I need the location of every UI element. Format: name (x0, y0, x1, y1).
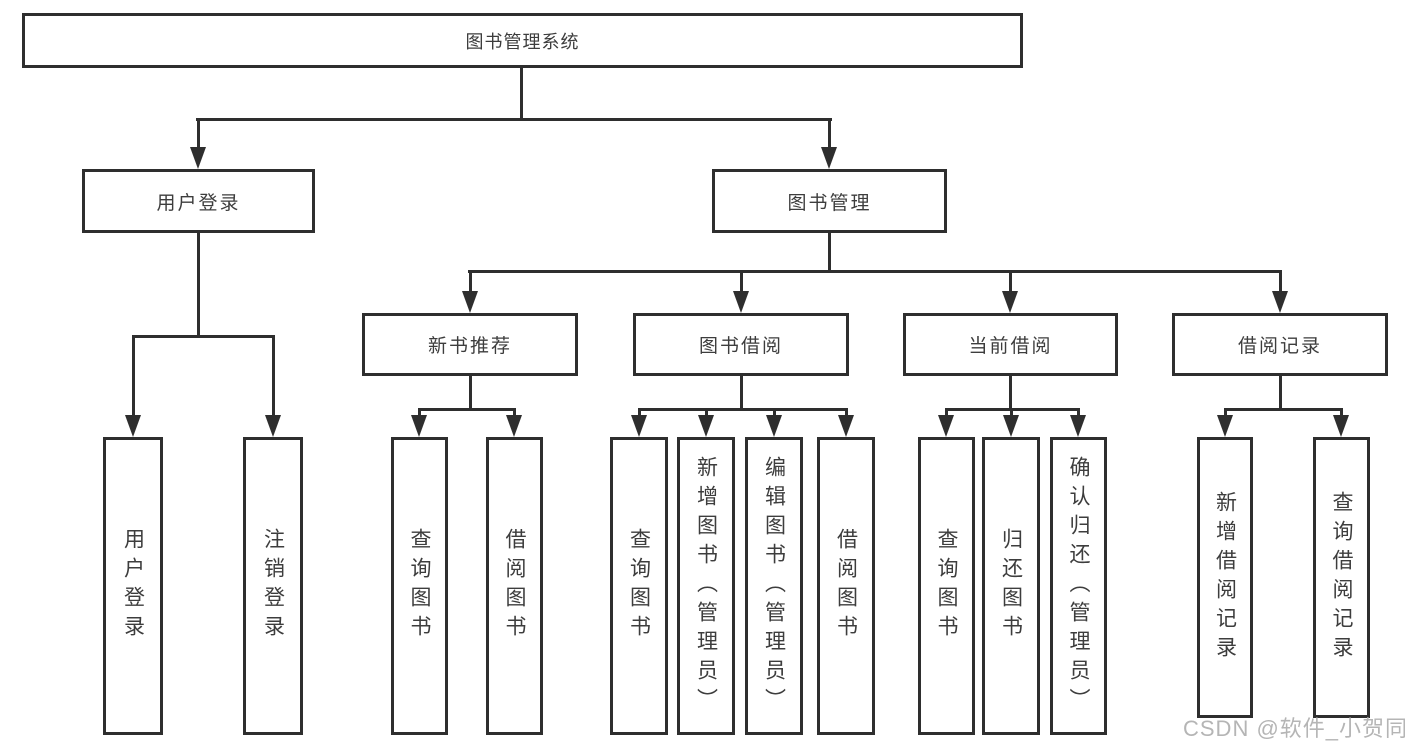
connector-login-leaf2-drop (272, 335, 275, 415)
leaf-user-login: 用户登录 (103, 437, 163, 735)
connector-new-book-splitter (418, 408, 516, 411)
arrowhead-new-book-leaf1 (411, 415, 427, 437)
arrowhead-new-book (462, 291, 478, 313)
leaf-borrow-book: 借阅图书 (817, 437, 875, 735)
arrowhead-book-borrow (733, 291, 749, 313)
arrowhead-current-borrow (1002, 291, 1018, 313)
node-book-mgmt: 图书管理 (712, 169, 947, 233)
connector-book-mgmt-down (828, 233, 831, 270)
connector-current-borrow-down (1009, 376, 1012, 408)
node-book-mgmt-label: 图书管理 (787, 192, 872, 214)
connector-new-book-leaf2-stub (513, 408, 516, 415)
connector-borrow-record-drop (1279, 270, 1282, 291)
connector-book-borrow-drop (740, 270, 743, 291)
arrowhead-borrow-record-leaf1 (1217, 415, 1233, 437)
leaf-borrow-add-book-label: 新增图书（管理员） (694, 455, 718, 717)
leaf-query-borrow-record: 查询借阅记录 (1313, 437, 1370, 718)
arrowhead-current-borrow-leaf3 (1070, 415, 1086, 437)
connector-level2-splitter (196, 118, 832, 121)
arrowhead-book-borrow-leaf4 (838, 415, 854, 437)
leaf-new-book-query-label: 查询图书 (408, 528, 432, 644)
leaf-add-borrow-record: 新增借阅记录 (1197, 437, 1253, 718)
connector-current-borrow-leaf1-stub (945, 408, 948, 415)
connector-book-borrow-leaf3-stub (773, 408, 776, 415)
leaf-logout: 注销登录 (243, 437, 303, 735)
csdn-watermark: CSDN @软件_小贺同学 (1183, 716, 1405, 741)
node-book-borrow: 图书借阅 (633, 313, 849, 376)
arrowhead-new-book-leaf2 (506, 415, 522, 437)
arrowhead-user-login (190, 147, 206, 169)
leaf-current-query-label: 查询图书 (935, 528, 959, 644)
leaf-new-book-borrow: 借阅图书 (486, 437, 543, 735)
leaf-borrow-edit-book-label: 编辑图书（管理员） (762, 455, 786, 717)
leaf-new-book-borrow-label: 借阅图书 (503, 528, 527, 644)
connector-new-book-drop (469, 270, 472, 291)
leaf-confirm-return-label: 确认归还（管理员） (1067, 455, 1091, 717)
node-borrow-record-label: 借阅记录 (1237, 336, 1322, 357)
connector-book-mgmt-drop (828, 118, 831, 147)
connector-book-borrow-leaf1-stub (638, 408, 641, 415)
connector-book-borrow-splitter (638, 408, 848, 411)
node-root: 图书管理系统 (22, 13, 1023, 68)
leaf-user-login-label: 用户登录 (121, 528, 145, 644)
leaf-current-query: 查询图书 (918, 437, 975, 735)
arrowhead-book-mgmt (821, 147, 837, 169)
leaf-new-book-query: 查询图书 (391, 437, 448, 735)
leaf-borrow-book-label: 借阅图书 (834, 528, 858, 644)
arrowhead-borrow-record-leaf2 (1333, 415, 1349, 437)
node-current-borrow: 当前借阅 (903, 313, 1118, 376)
leaf-logout-label: 注销登录 (261, 528, 285, 644)
connector-user-login-splitter (132, 335, 275, 338)
node-new-book-label: 新书推荐 (427, 336, 512, 357)
connector-borrow-record-leaf2-stub (1340, 408, 1343, 415)
connector-book-borrow-leaf4-stub (845, 408, 848, 415)
arrowhead-book-borrow-leaf1 (631, 415, 647, 437)
connector-borrow-record-down (1279, 376, 1282, 408)
leaf-borrow-edit-book: 编辑图书（管理员） (745, 437, 803, 735)
connector-user-login-down (197, 233, 200, 335)
connector-root-vertical (520, 68, 523, 118)
leaf-return-book: 归还图书 (982, 437, 1040, 735)
connector-current-borrow-drop (1009, 270, 1012, 291)
leaf-confirm-return: 确认归还（管理员） (1050, 437, 1107, 735)
connector-new-book-leaf1-stub (418, 408, 421, 415)
node-user-login: 用户登录 (82, 169, 315, 233)
node-new-book: 新书推荐 (362, 313, 578, 376)
arrowhead-book-borrow-leaf2 (698, 415, 714, 437)
connector-borrow-record-leaf1-stub (1224, 408, 1227, 415)
arrowhead-current-borrow-leaf2 (1003, 415, 1019, 437)
arrowhead-current-borrow-leaf1 (938, 415, 954, 437)
arrowhead-login-leaf2 (265, 415, 281, 437)
connector-borrow-record-splitter (1224, 408, 1343, 411)
node-current-borrow-label: 当前借阅 (968, 336, 1053, 357)
connector-new-book-down (469, 376, 472, 408)
leaf-borrow-query-label: 查询图书 (627, 528, 651, 644)
arrowhead-login-leaf1 (125, 415, 141, 437)
leaf-return-book-label: 归还图书 (999, 528, 1023, 644)
leaf-add-borrow-record-label: 新增借阅记录 (1213, 490, 1237, 665)
node-borrow-record: 借阅记录 (1172, 313, 1388, 376)
arrowhead-borrow-record (1272, 291, 1288, 313)
node-book-borrow-label: 图书借阅 (698, 336, 783, 357)
connector-login-leaf1-drop (132, 335, 135, 415)
leaf-query-borrow-record-label: 查询借阅记录 (1330, 490, 1354, 665)
arrowhead-book-borrow-leaf3 (766, 415, 782, 437)
connector-current-borrow-leaf3-stub (1077, 408, 1080, 415)
connector-book-borrow-leaf2-stub (705, 408, 708, 415)
leaf-borrow-add-book: 新增图书（管理员） (677, 437, 735, 735)
node-root-label: 图书管理系统 (465, 31, 580, 52)
connector-book-borrow-down (740, 376, 743, 408)
node-user-login-label: 用户登录 (156, 192, 241, 214)
connector-level3-splitter (468, 270, 1282, 273)
connector-user-login-drop (197, 118, 200, 147)
connector-current-borrow-leaf2-stub (1010, 408, 1013, 415)
leaf-borrow-query: 查询图书 (610, 437, 668, 735)
